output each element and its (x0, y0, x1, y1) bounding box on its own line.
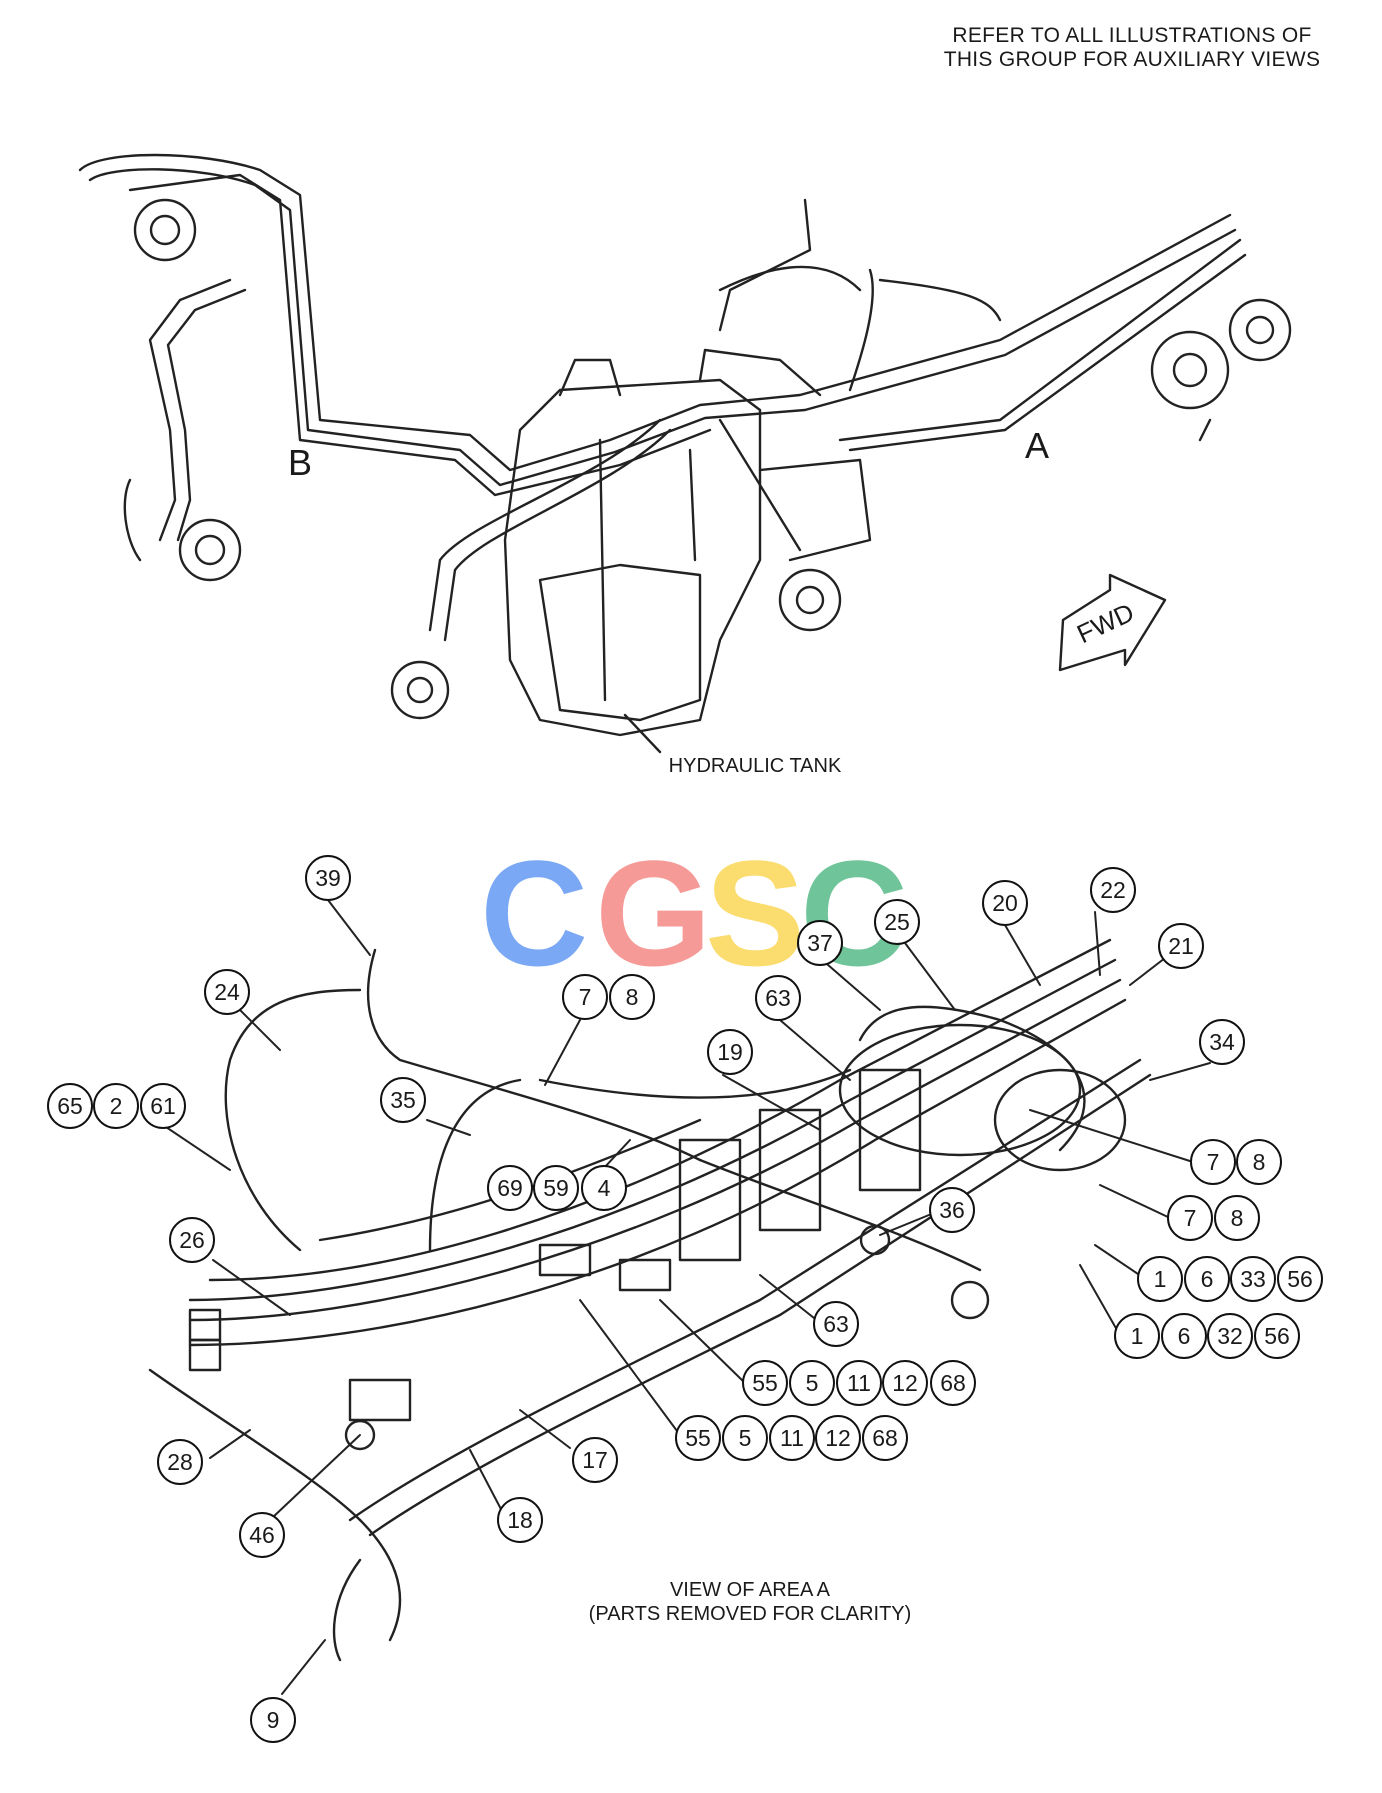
callout-8: 8 (1236, 1139, 1282, 1185)
callout-61: 61 (140, 1083, 186, 1129)
callout-34: 34 (1199, 1019, 1245, 1065)
callout-36: 36 (929, 1187, 975, 1233)
callout-7: 7 (1167, 1195, 1213, 1241)
callout-20: 20 (982, 880, 1028, 926)
callout-4: 4 (581, 1165, 627, 1211)
callout-55: 55 (742, 1360, 788, 1406)
callout-28: 28 (157, 1439, 203, 1485)
callout-12: 12 (815, 1415, 861, 1461)
header-note-line-1: REFER TO ALL ILLUSTRATIONS OF (952, 24, 1312, 47)
callout-9: 9 (250, 1697, 296, 1743)
watermark-letter-2: G (595, 829, 712, 997)
callout-5: 5 (722, 1415, 768, 1461)
callout-8: 8 (609, 974, 655, 1020)
callout-22: 22 (1090, 867, 1136, 913)
callout-24: 24 (204, 969, 250, 1015)
callout-6: 6 (1184, 1256, 1230, 1302)
callout-39: 39 (305, 855, 351, 901)
callout-19: 19 (707, 1029, 753, 1075)
callout-55: 55 (675, 1415, 721, 1461)
callout-63: 63 (755, 975, 801, 1021)
callout-32: 32 (1207, 1313, 1253, 1359)
callout-21: 21 (1158, 923, 1204, 969)
area-a-label: A (1025, 425, 1050, 466)
callout-17: 17 (572, 1437, 618, 1483)
callout-63: 63 (813, 1301, 859, 1347)
callout-5: 5 (789, 1360, 835, 1406)
header-note: REFER TO ALL ILLUSTRATIONS OF THIS GROUP… (922, 24, 1342, 72)
watermark-letter-1: C (480, 829, 589, 997)
callout-1: 1 (1137, 1256, 1183, 1302)
callout-8: 8 (1214, 1195, 1260, 1241)
callout-2: 2 (93, 1083, 139, 1129)
callout-12: 12 (882, 1360, 928, 1406)
callout-26: 26 (169, 1217, 215, 1263)
callout-25: 25 (874, 899, 920, 945)
leader-lines (162, 899, 1211, 1695)
callout-68: 68 (862, 1415, 908, 1461)
callout-1: 1 (1114, 1313, 1160, 1359)
callout-69: 69 (487, 1165, 533, 1211)
callout-65: 65 (47, 1083, 93, 1129)
callout-56: 56 (1254, 1313, 1300, 1359)
callout-18: 18 (497, 1497, 543, 1543)
hydraulic-tank-drawing (503, 348, 872, 754)
callout-7: 7 (1190, 1139, 1236, 1185)
callout-33: 33 (1230, 1256, 1276, 1302)
pump-drawings (133, 198, 1292, 720)
header-note-line-2: THIS GROUP FOR AUXILIARY VIEWS (943, 48, 1321, 71)
callout-37: 37 (797, 920, 843, 966)
callout-68: 68 (930, 1360, 976, 1406)
lower-hose-lines (148, 938, 1152, 1662)
callout-11: 11 (769, 1415, 815, 1461)
hydraulic-tank-label: HYDRAULIC TANK (668, 755, 842, 777)
callout-7: 7 (562, 974, 608, 1020)
watermark-letter-3: S (705, 829, 806, 997)
callout-59: 59 (533, 1165, 579, 1211)
callout-46: 46 (239, 1512, 285, 1558)
view-title: VIEW OF AREA A (669, 1579, 831, 1601)
upper-hose-lines (78, 153, 1247, 642)
view-caption: VIEW OF AREA A (PARTS REMOVED FOR CLARIT… (540, 1578, 960, 1626)
callout-6: 6 (1161, 1313, 1207, 1359)
callout-35: 35 (380, 1077, 426, 1123)
area-b-label: B (288, 442, 313, 483)
callout-56: 56 (1277, 1256, 1323, 1302)
callout-11: 11 (836, 1360, 882, 1406)
view-subtitle: (PARTS REMOVED FOR CLARITY) (588, 1603, 912, 1625)
fwd-arrow-outline (1058, 573, 1167, 672)
